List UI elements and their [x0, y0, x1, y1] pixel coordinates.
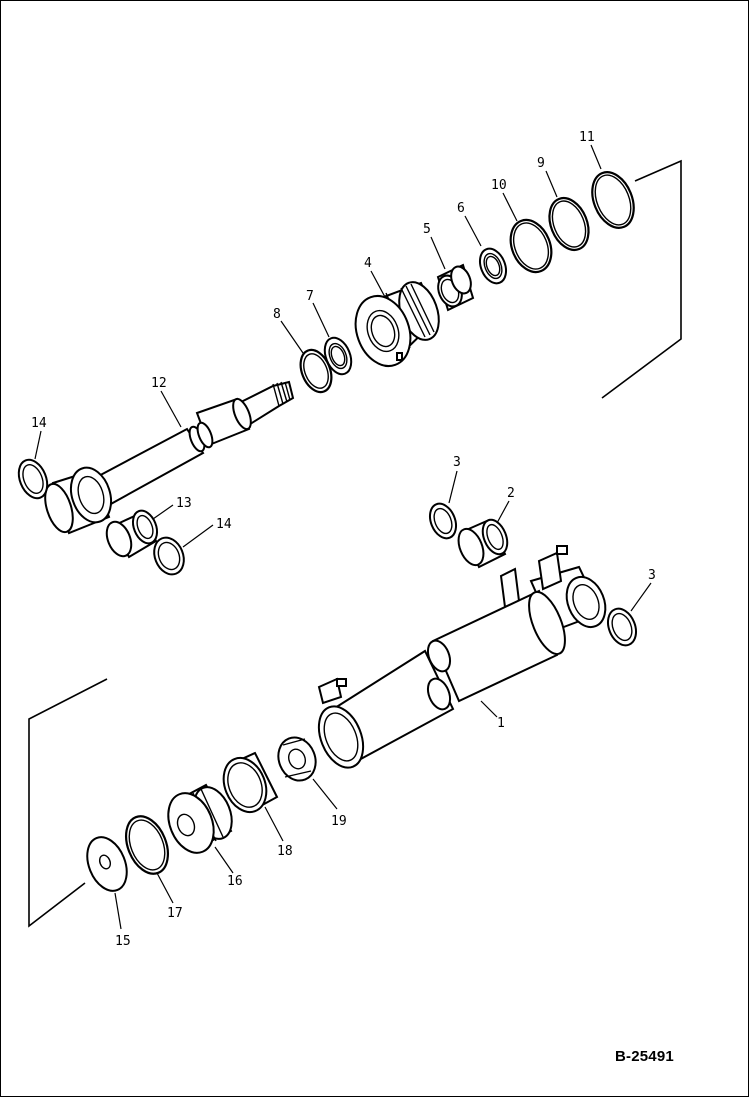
part-15-washer: [86, 836, 128, 892]
callout-17: 17: [167, 906, 183, 921]
callout-labels: 11 9 10 6 5 4 7 8 12 14 13 14 3 2 3 1 19…: [31, 130, 656, 949]
callout-15: 15: [115, 934, 131, 949]
leader-lines: [34, 144, 652, 930]
part-14-dust-seal-lower: [153, 536, 185, 576]
callout-5: 5: [423, 222, 431, 237]
callout-3-right: 3: [648, 568, 656, 583]
callout-1: 1: [497, 716, 505, 731]
callout-8: 8: [273, 307, 281, 322]
callout-9: 9: [537, 156, 545, 171]
callout-16: 16: [227, 874, 243, 889]
callout-11: 11: [579, 130, 595, 145]
callout-14-upper: 14: [31, 416, 47, 431]
part-14-dust-seal-upper: [17, 458, 49, 500]
callout-3-upper: 3: [453, 455, 461, 470]
callout-2: 2: [507, 486, 515, 501]
part-3-dust-seal-upper: [428, 502, 458, 540]
part-7-rod-seal: [323, 336, 353, 376]
part-5-bushing: [436, 263, 475, 312]
drawing-code-label: B-25491: [615, 1048, 674, 1065]
callout-12: 12: [151, 376, 167, 391]
part-16-piston: [167, 783, 233, 854]
part-13-bushing: [105, 509, 159, 559]
part-8-snap-ring: [299, 348, 333, 394]
upper-frame-line: [601, 159, 682, 399]
callout-18: 18: [277, 844, 293, 859]
callout-4: 4: [364, 256, 372, 271]
part-10-backup-ring: [509, 218, 553, 274]
part-17-piston-seal: [125, 815, 169, 875]
callout-7: 7: [306, 289, 314, 304]
part-3-dust-seal-right: [607, 607, 637, 647]
callout-10: 10: [491, 178, 507, 193]
part-12-piston-rod: [44, 380, 295, 535]
part-9-o-ring: [548, 196, 590, 252]
part-1-cylinder-tube: [317, 545, 607, 769]
part-4-cylinder-head: [354, 281, 440, 367]
lower-frame-line: [28, 678, 108, 928]
callout-13: 13: [176, 496, 192, 511]
part-2-bushing: [457, 518, 509, 569]
callout-6: 6: [457, 201, 465, 216]
part-19-nut: [277, 736, 317, 782]
part-11-o-ring: [591, 171, 635, 229]
callout-19: 19: [331, 814, 347, 829]
callout-14-lower: 14: [216, 517, 232, 532]
part-6-seal: [478, 247, 508, 285]
part-18-wear-ring: [222, 751, 279, 814]
